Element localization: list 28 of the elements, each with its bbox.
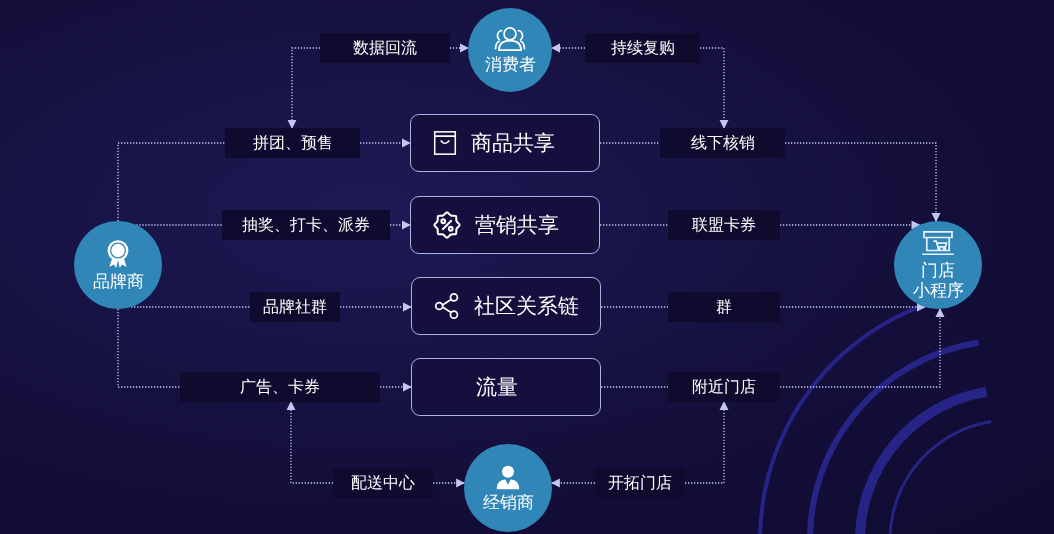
category-box [411, 277, 601, 335]
flow-label: 附近门店 [668, 372, 780, 402]
flow-label: 拼团、预售 [225, 128, 360, 158]
flow-label: 品牌社群 [250, 292, 340, 322]
node-label: 营销共享 [475, 212, 559, 239]
dotted-arrow [551, 43, 586, 53]
flow-label: 持续复购 [585, 33, 700, 63]
flow-label: 开拓门店 [595, 468, 685, 498]
dotted-arrow [287, 47, 321, 129]
flow-label: 联盟卡券 [668, 210, 780, 240]
dotted-arrow [286, 401, 334, 484]
category-box [411, 358, 601, 416]
flow-label: 数据回流 [320, 33, 450, 63]
flow-label: 线下核销 [660, 128, 785, 158]
category-box [410, 196, 600, 254]
node-label: 门店小程序 [912, 260, 964, 301]
node-label: 经销商 [482, 492, 534, 513]
category-box [410, 114, 600, 172]
node-label: 社区关系链 [474, 293, 579, 320]
dotted-arrow [550, 478, 596, 488]
flow-label: 广告、卡券 [180, 372, 380, 402]
node-label: 品牌商 [92, 271, 144, 292]
flow-label: 抽奖、打卡、派券 [222, 210, 390, 240]
node-label: 流量 [476, 374, 518, 401]
flow-label: 群 [668, 292, 780, 322]
node-label: 消费者 [484, 54, 536, 75]
flow-label: 配送中心 [333, 468, 433, 498]
node-label: 商品共享 [471, 130, 555, 157]
